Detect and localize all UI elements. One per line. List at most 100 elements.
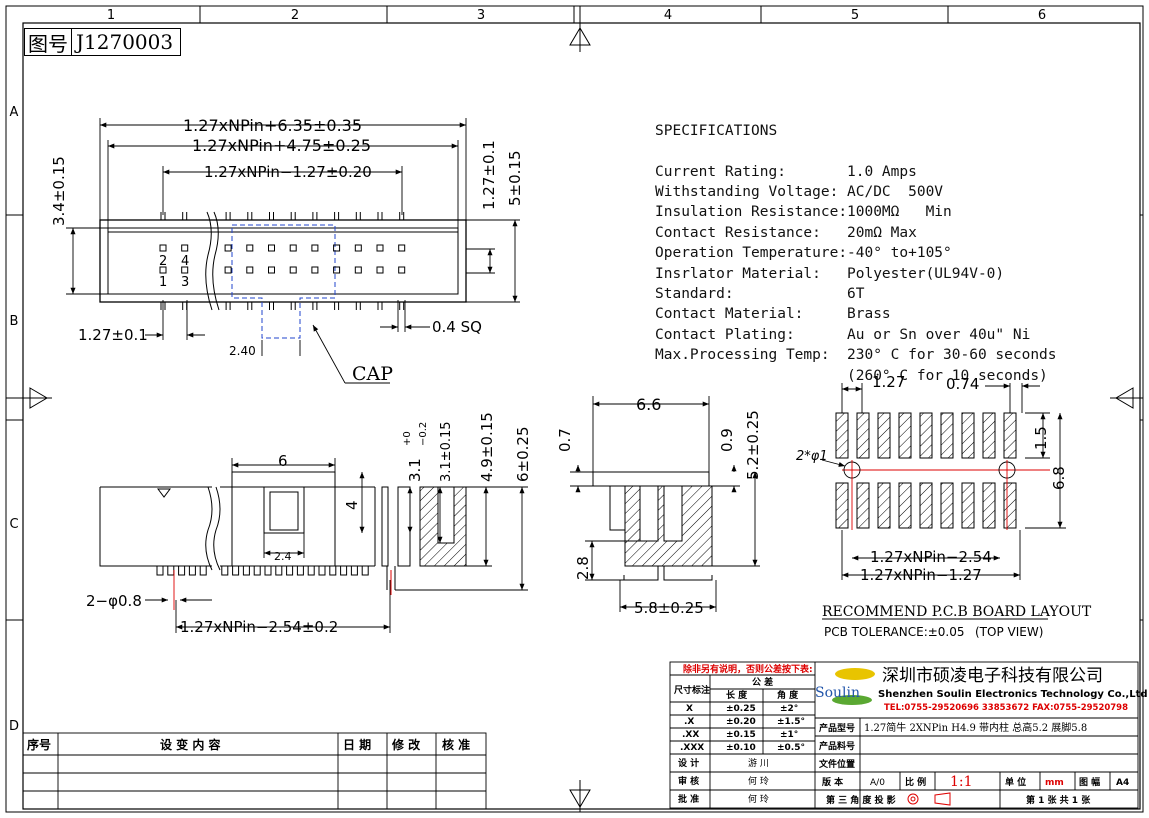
unit-label: 单 位 [1005,776,1026,788]
end-view-dims [570,396,760,612]
tol-size-label: 尺寸标注 [674,684,710,696]
dim-cap-w: 6 [278,452,288,470]
dim-28: 2.8 [574,556,592,580]
front-pin [167,565,175,576]
version: A/0 [870,778,885,788]
material-label: 产品料号 [819,740,855,752]
pcb-pad [940,412,954,459]
spec-key: Contact Resistance: [655,224,821,241]
pin-square [311,244,319,252]
dim-height-right: 5±0.15 [506,150,524,206]
pin-square [354,266,362,274]
side-view [381,486,467,595]
pin-square [376,266,384,274]
pcb-pad [898,482,912,529]
col-label: 4 [664,8,672,23]
spec-row: (260° C for 10 seconds) [655,366,1057,386]
dim-52: 5.2±0.25 [744,410,762,480]
dim-width: 6.6 [636,395,661,414]
pcb-pad-width: 0.74 [946,375,979,393]
pcb-pad [898,412,912,459]
company-cn: 深圳市硕凌电子科技有限公司 [882,666,1103,686]
front-pin [242,565,250,576]
tol-ang-label: 角 度 [777,689,799,701]
pcb-pad [982,412,996,459]
dim-height-left: 3.4±0.15 [50,156,68,226]
rev-header-date: 日 期 [343,737,371,752]
check-label: 审 核 [678,775,699,787]
spec-row: Insrlator Material:Polyester(UL94V-0) [655,264,1057,284]
tolerance-table: 除非另有说明，否则公差按下表: 尺寸标注 公 差 长 度 角 度 X ±0.25… [674,663,813,805]
pcb-pads [835,412,1017,529]
front-pin [361,565,369,576]
company-header: Soulin 深圳市硕凌电子科技有限公司 Shenzhen Soulin Ele… [815,666,1148,713]
pcb-pad [919,482,933,529]
front-pin [264,565,272,576]
spec-row: Max.Processing Temp:230° C for 30-60 sec… [655,345,1057,365]
front-pin [318,565,326,576]
front-view [99,471,376,571]
spec-key: Contact Material: [655,306,804,323]
dim-hole: 2−φ0.8 [86,592,142,610]
pcb-pad [919,412,933,459]
spec-row: Operation Temperature:-40° to+105° [655,243,1057,263]
spec-key: Standard: [655,286,734,303]
pin-square [268,244,275,252]
pcb-title: RECOMMEND P.C.B BOARD LAYOUT [822,604,1092,620]
dim-d2: 3.1±0.15 [439,421,454,482]
dim-d1-tol-dn: −0.2 [418,422,429,446]
dim-cap-h: 4 [343,500,361,510]
tol-row: ±0.25 [726,704,756,714]
pin-square [311,266,319,274]
drawing-number: 图号 J1270003 [24,28,181,56]
company-contact: TEL:0755-29520696 33853672 FAX:0755-2952… [884,703,1128,713]
dim-d4: 6±0.25 [514,426,532,482]
spec-value: 20mΩ Max [847,224,917,241]
unit: mm [1045,778,1064,788]
angle-label: 第 三 角 度 投 影 [826,794,896,806]
top-pins [159,212,406,310]
center-marks [6,6,1143,812]
front-view-labels: 6 4 2.4 2−φ0.8 1.27xNPin−2.54±0.2 [86,452,361,636]
end-view [592,471,713,581]
pin-square [289,244,297,252]
spec-row: Insulation Resistance:1000MΩ Min [655,202,1057,222]
row-label: D [9,719,19,734]
col-label: 5 [851,8,859,23]
tol-label: 公 差 [752,676,773,688]
pin-square [246,244,254,252]
spec-row: Current Rating:1.0 Amps [655,162,1057,182]
front-pin [275,565,283,576]
side-view-dims [395,486,528,591]
pin-number: 2 [159,254,167,269]
rev-header-no: 序号 [27,737,51,752]
pcb-len1: 1.27xNPin−2.54 [870,548,992,566]
checker: 何 玲 [748,775,769,787]
rev-header-modify: 修 改 [391,737,421,752]
drawing-number-label: 图号 [25,29,72,56]
pin-square [354,244,362,252]
pcb-pad [856,412,870,459]
front-pin [286,565,294,576]
top-view [99,211,467,339]
col-label: 3 [477,8,485,23]
pin-square [289,266,297,274]
spec-value: -40° to+105° [847,245,952,262]
dim-d3: 4.9±0.15 [478,412,496,482]
pcb-pitch: 1.27 [872,373,905,391]
tol-row: ±0.20 [726,717,756,727]
top-view-labels: 1.27xNPin+6.35±0.35 1.27xNPin+4.75±0.25 … [50,116,524,385]
tol-warning: 除非另有说明，否则公差按下表: [683,663,813,675]
spec-value: 230° C for 30-60 seconds [847,347,1057,364]
pcb-len2: 1.27xNPin−1.27 [860,566,982,584]
spec-value: Brass [847,306,891,323]
pcb-pad [1003,482,1017,529]
spec-key: Contact Plating: [655,326,795,343]
design-label: 设 计 [678,757,699,769]
pcb-hole: 2*φ1 [796,449,828,464]
product-label: 产品型号 [819,722,855,734]
designer: 游 川 [748,757,769,769]
spec-row: Contact Resistance: 20mΩ Max [655,223,1057,243]
